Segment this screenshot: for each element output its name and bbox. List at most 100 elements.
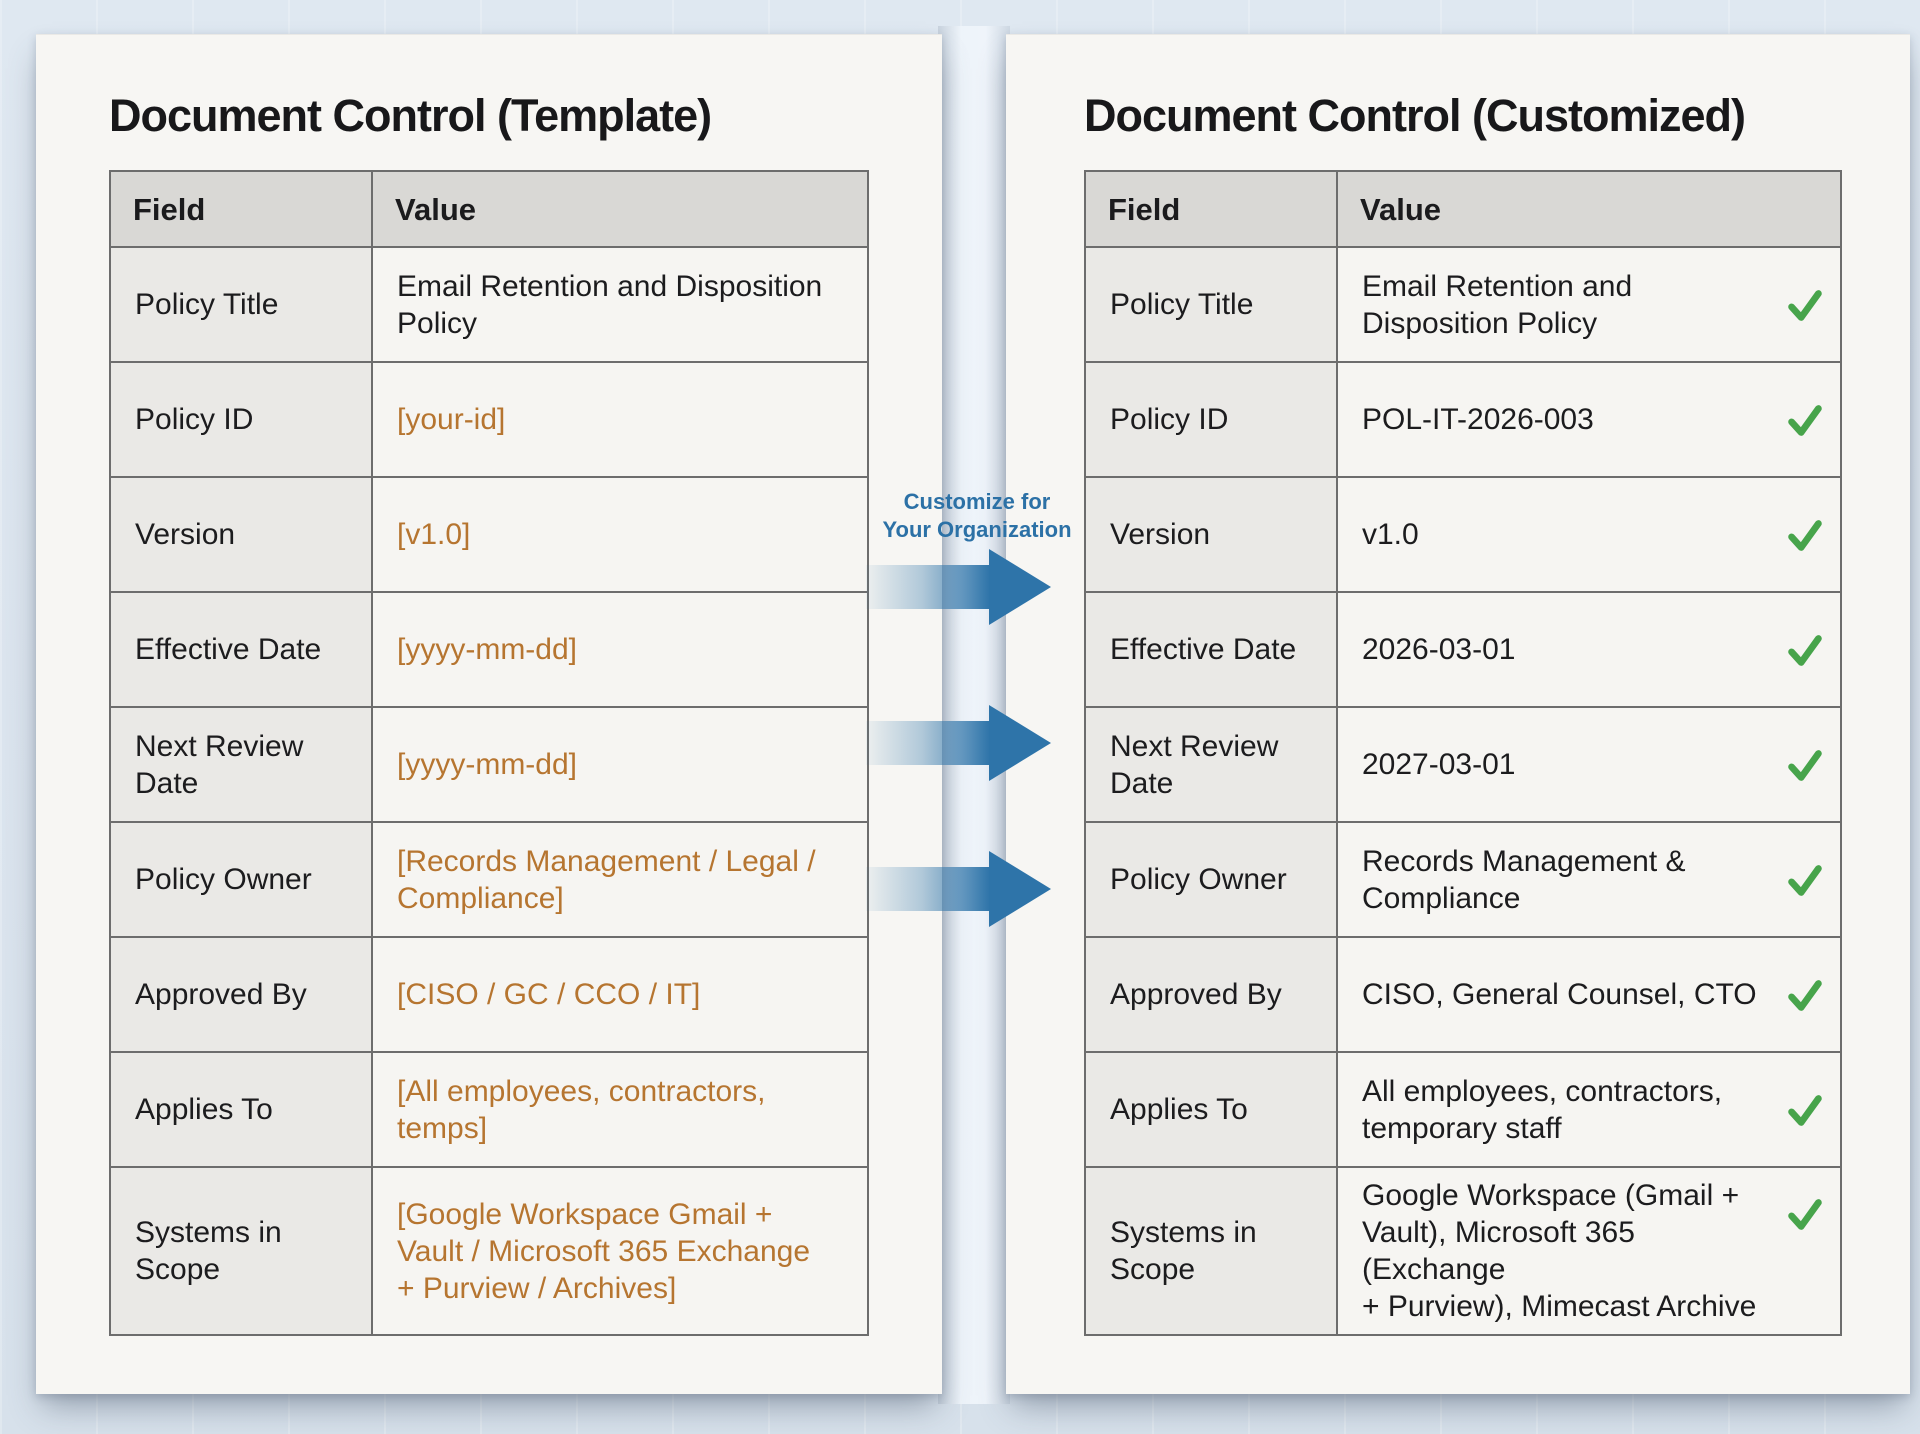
value-column-header: Value [371,170,869,248]
checkmark-icon [1782,282,1828,328]
field-cell: Policy Owner [109,821,373,938]
value-column-header: Value [1336,170,1842,248]
table-row: Policy ID POL-IT-2026-003 [1084,361,1842,478]
table-row: Effective Date 2026-03-01 [1084,591,1842,708]
transform-arrow-icon [866,549,1051,625]
value-cell: Google Workspace (Gmail + Vault), Micros… [1336,1166,1842,1336]
arrow-head [989,851,1051,927]
table-row: Version [v1.0] [109,476,869,593]
value-text: Records Management & Compliance [1362,844,1686,915]
customize-label: Customize for Your Organization [812,488,1142,544]
arrow-tail [866,565,990,609]
value-text: 2027-03-01 [1362,748,1516,781]
value-text: Email Retention and Disposition Policy [397,269,823,340]
field-cell: Policy Title [109,246,373,363]
field-cell: Approved By [1084,936,1338,1053]
table-header-row: Field Value [1084,170,1842,248]
customized-table: Field Value Policy Title Email Retention… [1084,170,1842,1336]
table-row: Applies To [All employees, contractors, … [109,1051,869,1168]
value-text: 2026-03-01 [1362,633,1516,666]
field-column-header: Field [1084,170,1338,248]
table-row: Policy Title Email Retention and Disposi… [109,246,869,363]
placeholder-text: [Google Workspace Gmail + Vault / Micros… [397,1197,810,1305]
field-cell: Next Review Date [1084,706,1338,823]
transform-arrow-icon [866,851,1051,927]
checkmark-icon [1782,857,1828,903]
value-cell: 2027-03-01 [1336,706,1842,823]
checkmark-icon [1782,397,1828,443]
field-cell: Effective Date [1084,591,1338,708]
field-cell: Policy ID [1084,361,1338,478]
field-cell: Policy Owner [1084,821,1338,938]
value-cell: Records Management & Compliance [1336,821,1842,938]
field-column-header: Field [109,170,373,248]
table-row: Approved By CISO, General Counsel, CTO [1084,936,1842,1053]
checkmark-icon [1782,1191,1828,1237]
value-cell: [your-id] [371,361,869,478]
value-text: All employees, contractors, temporary st… [1362,1074,1723,1145]
customized-page: Document Control (Customized) Field Valu… [1006,34,1910,1394]
template-page-title: Document Control (Template) [109,90,712,141]
field-cell: Systems in Scope [1084,1166,1338,1336]
value-cell: [CISO / GC / CCO / IT] [371,936,869,1053]
table-row: Policy Owner [Records Management / Legal… [109,821,869,938]
value-text: Email Retention and Disposition Policy [1362,269,1633,340]
table-row: Next Review Date [yyyy-mm-dd] [109,706,869,823]
placeholder-text: [CISO / GC / CCO / IT] [397,978,701,1011]
table-row: Policy Owner Records Management & Compli… [1084,821,1842,938]
field-cell: Version [1084,476,1338,593]
value-cell: Email Retention and Disposition Policy [371,246,869,363]
arrow-tail [866,721,990,765]
placeholder-text: [yyyy-mm-dd] [397,748,577,781]
field-cell: Policy Title [1084,246,1338,363]
field-cell: Policy ID [109,361,373,478]
customize-label-line2: Your Organization [882,517,1072,542]
value-cell: 2026-03-01 [1336,591,1842,708]
field-cell: Applies To [109,1051,373,1168]
value-text: POL-IT-2026-003 [1362,403,1594,436]
value-cell: [yyyy-mm-dd] [371,706,869,823]
value-cell: All employees, contractors, temporary st… [1336,1051,1842,1168]
table-row: Systems in Scope [Google Workspace Gmail… [109,1166,869,1336]
arrow-head [989,549,1051,625]
value-text: CISO, General Counsel, CTO [1362,978,1757,1011]
checkmark-icon [1782,627,1828,673]
value-cell: Email Retention and Disposition Policy [1336,246,1842,363]
field-cell: Approved By [109,936,373,1053]
placeholder-text: [v1.0] [397,518,471,551]
table-row: Next Review Date 2027-03-01 [1084,706,1842,823]
customize-label-line1: Customize for [903,489,1051,514]
customized-page-title: Document Control (Customized) [1084,90,1746,141]
arrow-tail [866,867,990,911]
field-cell: Version [109,476,373,593]
field-cell: Applies To [1084,1051,1338,1168]
arrow-head [989,705,1051,781]
table-row: Version v1.0 [1084,476,1842,593]
value-cell: CISO, General Counsel, CTO [1336,936,1842,1053]
table-row: Approved By [CISO / GC / CCO / IT] [109,936,869,1053]
value-cell: [Records Management / Legal / Compliance… [371,821,869,938]
field-cell: Effective Date [109,591,373,708]
value-cell: [All employees, contractors, temps] [371,1051,869,1168]
checkmark-icon [1782,742,1828,788]
value-cell: [yyyy-mm-dd] [371,591,869,708]
checkmark-icon [1782,1087,1828,1133]
table-row: Applies To All employees, contractors, t… [1084,1051,1842,1168]
table-header-row: Field Value [109,170,869,248]
field-cell: Next Review Date [109,706,373,823]
value-text: Google Workspace (Gmail + Vault), Micros… [1362,1179,1757,1323]
value-cell: POL-IT-2026-003 [1336,361,1842,478]
checkmark-icon [1782,512,1828,558]
placeholder-text: [yyyy-mm-dd] [397,633,577,666]
value-cell: [Google Workspace Gmail + Vault / Micros… [371,1166,869,1336]
transform-arrow-icon [866,705,1051,781]
value-cell: v1.0 [1336,476,1842,593]
placeholder-text: [All employees, contractors, temps] [397,1074,766,1145]
template-table: Field Value Policy Title Email Retention… [109,170,869,1336]
field-cell: Systems in Scope [109,1166,373,1336]
placeholder-text: [Records Management / Legal / Compliance… [397,844,816,915]
table-row: Systems in Scope Google Workspace (Gmail… [1084,1166,1842,1336]
value-text: v1.0 [1362,518,1419,551]
table-row: Policy ID [your-id] [109,361,869,478]
